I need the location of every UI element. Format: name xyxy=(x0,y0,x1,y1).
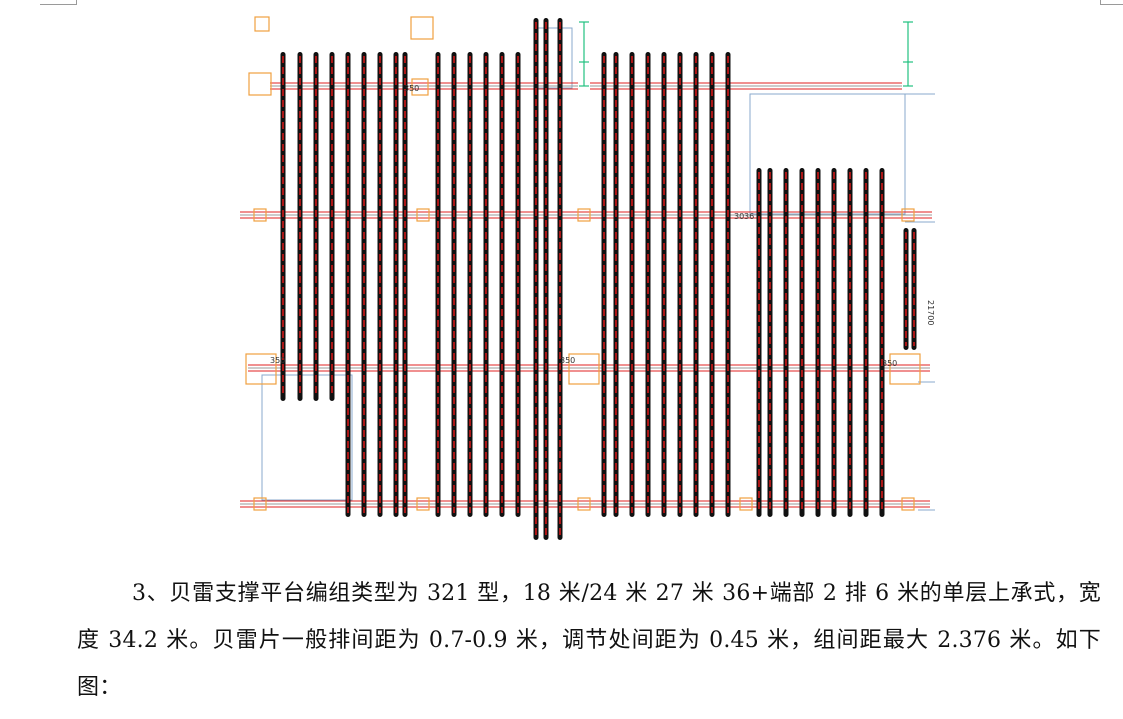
bailey-truss-6 xyxy=(361,52,367,517)
page-corner-mark-right xyxy=(1100,0,1123,5)
bearing-pad-9 xyxy=(245,353,277,385)
bailey-truss-20 xyxy=(613,52,619,517)
dimension-label-layer: 350 30 36 350 350 350 21700 xyxy=(270,84,935,368)
bailey-truss-22 xyxy=(645,52,651,517)
bailey-truss-27 xyxy=(725,52,731,517)
bearing-pad-14 xyxy=(577,497,591,511)
bailey-truss-12 xyxy=(467,52,473,517)
bailey-platform-layout-drawing: 350 30 36 350 350 350 21700 xyxy=(240,16,935,540)
bearing-pad-1 xyxy=(254,16,270,32)
bailey-truss-26 xyxy=(709,52,715,517)
outline-box-2 xyxy=(537,27,573,89)
bearing-pad-12 xyxy=(253,497,267,511)
bearing-pad-7 xyxy=(577,208,591,222)
bailey-truss-19 xyxy=(601,52,607,517)
bailey-truss-11 xyxy=(451,52,457,517)
body-paragraph: 3、贝雷支撑平台编组类型为 321 型，18 米/24 米 27 米 36+端部… xyxy=(77,581,1101,700)
truss-layer xyxy=(280,18,917,540)
bailey-truss-25 xyxy=(693,52,699,517)
bailey-truss-7 xyxy=(377,52,383,517)
bearing-pad-11 xyxy=(889,353,921,385)
bearing-pad-15 xyxy=(739,497,753,511)
bearing-pad-13 xyxy=(416,497,430,511)
bailey-truss-5 xyxy=(345,52,351,517)
outline-layer xyxy=(261,27,935,511)
dim-label-350-a: 350 xyxy=(404,84,419,93)
bearing-pad-2 xyxy=(410,16,434,40)
bearing-pad-6 xyxy=(416,208,430,222)
bearing-pad-3 xyxy=(248,72,272,96)
page-corner-mark-left xyxy=(40,0,77,5)
cross-beam-layer xyxy=(240,82,932,508)
dimension-layer xyxy=(579,21,913,87)
bailey-truss-9 xyxy=(402,52,408,517)
bearing-pad-4 xyxy=(411,78,429,96)
outline-box-1 xyxy=(261,374,353,501)
bearing-pad-16 xyxy=(901,497,915,511)
bearing-pad-8 xyxy=(901,208,915,222)
outline-box-3 xyxy=(749,93,906,215)
bailey-truss-15 xyxy=(515,52,521,517)
bailey-truss-10 xyxy=(435,52,441,517)
bailey-truss-8 xyxy=(393,52,399,517)
bailey-truss-14 xyxy=(499,52,505,517)
bearing-pad-10 xyxy=(568,353,600,385)
bearing-pad-layer xyxy=(245,16,921,511)
bailey-truss-24 xyxy=(677,52,683,517)
bailey-truss-23 xyxy=(661,52,667,517)
bearing-pad-5 xyxy=(253,208,267,222)
bailey-truss-13 xyxy=(483,52,489,517)
dim-label-350-c: 350 xyxy=(560,356,575,365)
dim-label-30: 30 xyxy=(734,212,744,221)
dim-label-350-d: 350 xyxy=(882,359,897,368)
bailey-truss-21 xyxy=(629,52,635,517)
dim-label-36: 36 xyxy=(744,212,754,221)
dim-label-350-b: 350 xyxy=(270,356,285,365)
dim-label-21700: 21700 xyxy=(926,300,935,325)
